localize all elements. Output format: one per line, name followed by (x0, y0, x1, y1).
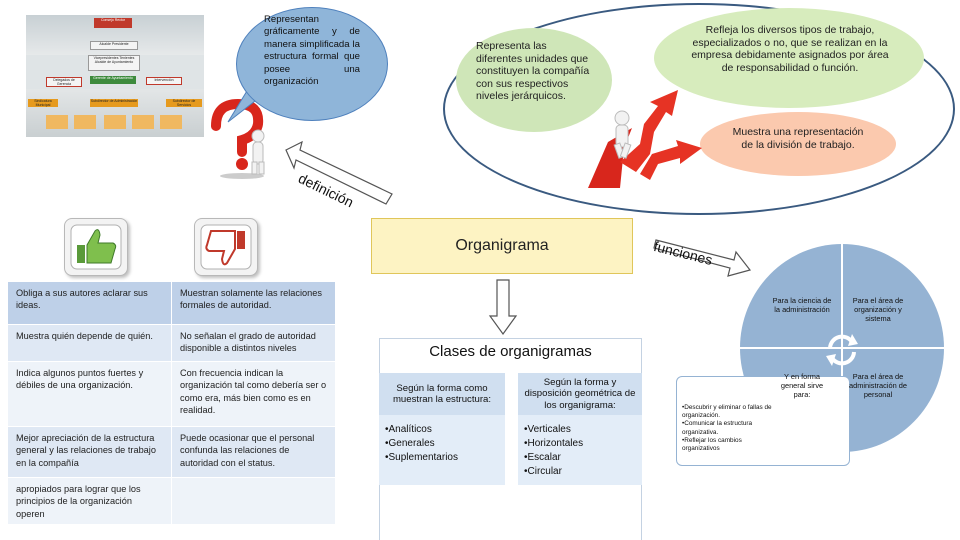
cloud-hierarchy (456, 28, 612, 132)
quadrant-general: Y en forma general sirve para: (780, 372, 824, 399)
list-item: •Descubrir y eliminar o fallas de organi… (682, 404, 772, 420)
thumb-box-sindicatura: Sindicatura Municipal (28, 99, 58, 107)
quadrant-administracion: Para la ciencia de la administración (772, 296, 832, 314)
definition-text: Representan gráficamente y de manera sim… (264, 14, 360, 88)
list-item: •Verticales (524, 424, 571, 435)
callout-list: •Descubrir y eliminar o fallas de organi… (682, 404, 772, 453)
cloud-division-text: Muestra una representación de la divisió… (732, 126, 864, 151)
clases-left-header: Según la forma como muestran la estructu… (379, 373, 505, 415)
list-item: •Analíticos (385, 424, 432, 435)
thumbs-down-icon (200, 224, 252, 270)
con-cell: No señalan el grado de autoridad disponi… (180, 331, 316, 354)
table-row: Muestra quién depende de quién. No señal… (8, 325, 335, 362)
clases-right-header: Según la forma y disposición geométrica … (518, 373, 642, 415)
thumb-box-delegados: Delegados de Gerencia (46, 77, 82, 87)
thumbs-up-icon (70, 224, 122, 270)
clases-title: Clases de organigramas (429, 343, 592, 360)
list-item: •Comunicar la estructura organizativa. (682, 420, 753, 436)
list-item: •Circular (524, 466, 562, 477)
thumbs-up-box (64, 218, 128, 276)
thumbs-down-box (194, 218, 258, 276)
definicion-arrow-icon (285, 140, 393, 205)
down-arrow-icon (488, 279, 518, 336)
table-row: Mejor apreciación de la estructura gener… (8, 427, 335, 478)
thumb-box-alcalde: Alcalde Presidente (90, 41, 138, 50)
pros-cons-table: Obliga a sus autores aclarar sus ideas. … (8, 282, 335, 525)
definition-bubble (236, 7, 388, 121)
pro-cell: Obliga a sus autores aclarar sus ideas. (8, 282, 172, 324)
table-row: Indica algunos puntos fuertes y débiles … (8, 362, 335, 427)
thumb-box-subdir-serv: Subdirector de Servicios (166, 99, 202, 107)
con-cell: Con frecuencia indican la organización t… (180, 368, 327, 415)
thumb-box-vicepresidentes: Vicepresidentes Tenientes Alcalde de Ayu… (88, 55, 140, 71)
thumb-box-intervencion: Intervención (146, 77, 182, 85)
con-cell: Puede ocasionar que el personal confunda… (180, 433, 315, 468)
con-cell (172, 478, 335, 524)
cloud-hierarchy-text: Representa las diferentes unidades que c… (476, 40, 590, 102)
cloud-work-types (654, 8, 924, 108)
organigrama-box: Organigrama (371, 218, 633, 274)
con-cell: Muestran solamente las relaciones formal… (180, 288, 322, 311)
thumb-box-consejo: Consejo Rector (94, 18, 132, 28)
cloud-division (700, 112, 896, 176)
funciones-arrow-icon (653, 239, 752, 277)
table-row: apropiados para lograr que los principio… (8, 478, 335, 525)
pro-cell: apropiados para lograr que los principio… (8, 478, 172, 524)
pro-cell: Indica algunos puntos fuertes y débiles … (8, 362, 172, 426)
list-item: •Generales (385, 438, 435, 449)
functions-callout (676, 376, 850, 466)
table-row: Obliga a sus autores aclarar sus ideas. … (8, 282, 335, 325)
thumb-box-subdir-admin: Subdirector de Administración (90, 99, 138, 107)
org-chart-thumbnail: Consejo Rector Alcalde Presidente Vicepr… (26, 15, 204, 137)
cloud-work-types-text: Refleja los diversos tipos de trabajo, e… (691, 24, 889, 74)
cycle-arrows-icon (826, 334, 858, 366)
clases-left-list: •Analíticos •Generales •Suplementarios (379, 415, 505, 485)
list-item: •Reflejar los cambios organizativos (682, 436, 742, 453)
pro-cell: Muestra quién depende de quién. (8, 325, 172, 361)
list-item: •Suplementarios (385, 452, 458, 463)
red-arrows-icon (588, 90, 702, 188)
pro-cell: Mejor apreciación de la estructura gener… (8, 427, 172, 477)
list-item: •Horizontales (524, 438, 584, 449)
quadrant-organizacion: Para el área de organización y sistema (852, 296, 904, 323)
thumb-box-gerente: Gerente de Ayuntamiento (90, 76, 136, 84)
question-figure-icon (211, 98, 265, 179)
list-item: •Escalar (524, 452, 561, 463)
organigrama-title: Organigrama (455, 237, 549, 254)
quadrant-personal: Para el área de administración de person… (849, 372, 907, 399)
clases-right-list: •Verticales •Horizontales •Escalar •Circ… (518, 415, 642, 485)
